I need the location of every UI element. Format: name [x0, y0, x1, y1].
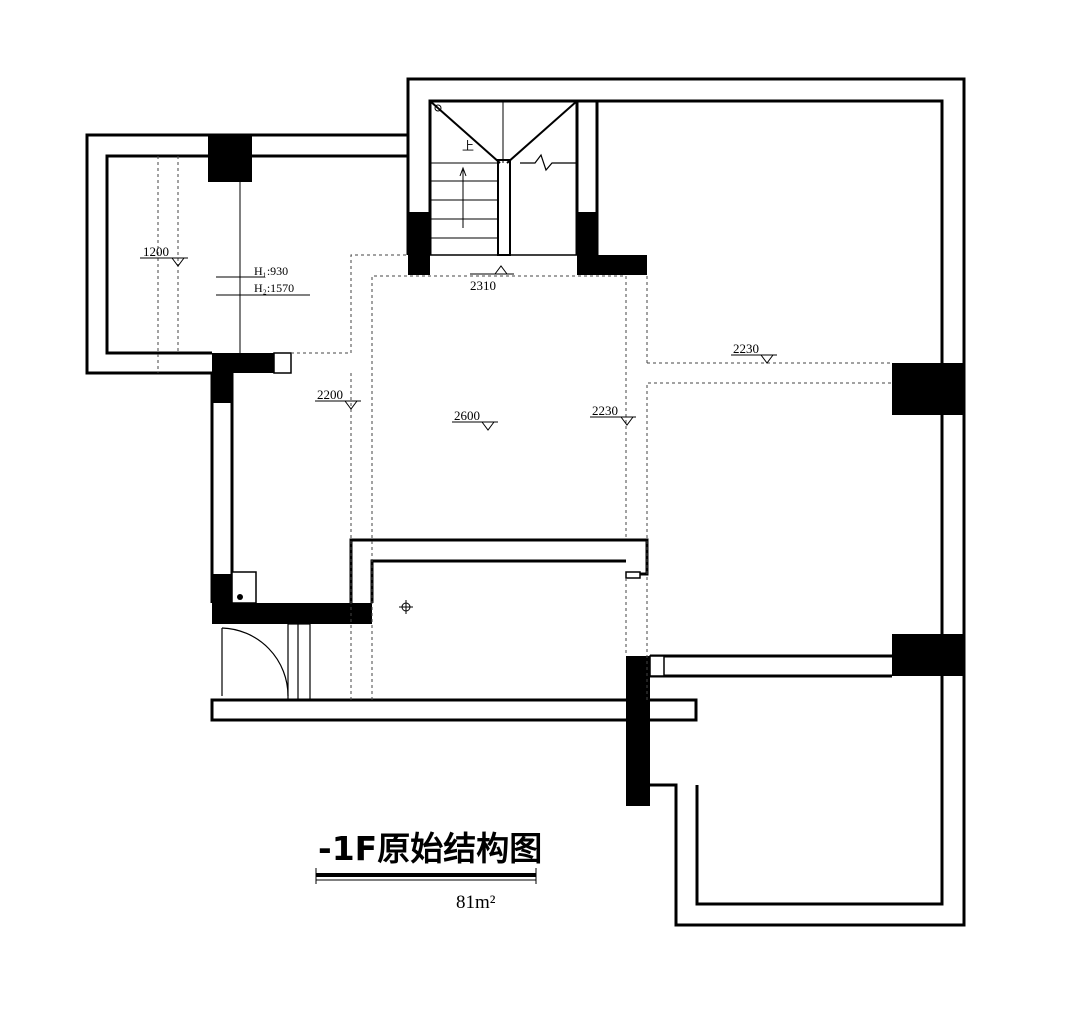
plan-title: -1F原始结构图: [318, 829, 542, 868]
level-marker-stair-landing: 2310: [470, 265, 514, 293]
floor-area: 81m²: [456, 892, 496, 913]
column: [408, 212, 430, 275]
ceiling-lines: [157, 156, 892, 700]
column: [577, 255, 647, 275]
svg-text:2200: 2200: [317, 387, 343, 402]
stair-direction-label: 上: [462, 139, 474, 153]
window-height-notes: H₁:930 H₂:1570: [216, 264, 310, 296]
level-marker-right-room: 2230: [731, 341, 777, 364]
svg-text:H₂:1570: H₂:1570: [254, 281, 294, 295]
title-underline: [315, 868, 537, 884]
svg-text:2600: 2600: [454, 408, 480, 423]
column: [212, 353, 232, 403]
structural-columns: [208, 136, 964, 806]
svg-text:2230: 2230: [733, 341, 759, 356]
column: [208, 136, 252, 182]
level-marker-center: 2600: [452, 408, 498, 431]
door: [221, 623, 311, 701]
svg-text:1200: 1200: [143, 244, 169, 259]
svg-text:2230: 2230: [592, 403, 618, 418]
column: [626, 656, 650, 806]
column: [892, 634, 964, 676]
level-marker-top-left: 2200: [315, 387, 361, 410]
level-marker-center-right: 2230: [590, 403, 636, 426]
exterior-wall: [85, 77, 966, 927]
level-marker-west: 1200: [140, 244, 188, 267]
column: [212, 603, 372, 624]
svg-text:H₁:930: H₁:930: [254, 264, 288, 278]
staircase: [429, 100, 578, 256]
column: [892, 363, 964, 415]
svg-text:2310: 2310: [470, 278, 496, 293]
